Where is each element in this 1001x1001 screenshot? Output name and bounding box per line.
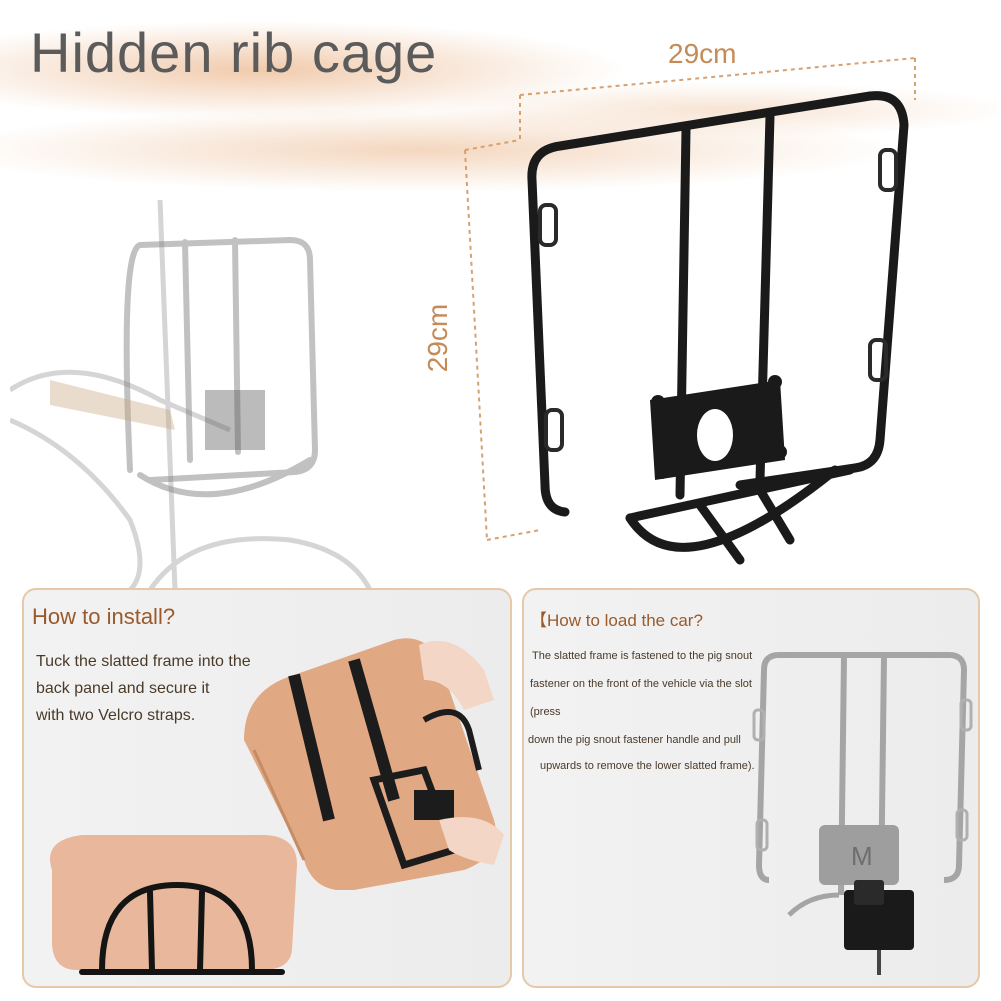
dimension-lines: [464, 57, 916, 541]
install-line: back panel and secure it: [36, 680, 210, 697]
load-line: (press: [530, 706, 561, 718]
load-line: upwards to remove the lower slatted fram…: [540, 760, 755, 772]
load-panel: 【How to load the car? The slatted frame …: [522, 588, 980, 988]
install-line: with two Velcro straps.: [36, 707, 196, 724]
load-line: fastener on the front of the vehicle via…: [530, 678, 752, 690]
main-rack-illustration: [527, 91, 909, 565]
bike-photo-illustration: [10, 199, 373, 590]
load-line: down the pig snout fastener handle and p…: [528, 734, 741, 746]
install-line: Tuck the slatted frame into the: [36, 653, 251, 670]
install-title: How to install?: [32, 604, 176, 629]
width-dimension-label: 29cm: [668, 38, 737, 69]
install-instructions: Tuck the slatted frame into the back pan…: [36, 648, 251, 729]
load-title: 【How to load the car?: [530, 611, 703, 630]
small-rack-illustration: M: [752, 652, 973, 975]
page-title: Hidden rib cage: [30, 21, 438, 84]
install-panel: How to install? Tuck the slatted frame i…: [22, 588, 512, 988]
svg-text:M: M: [851, 841, 873, 871]
load-line: The slatted frame is fastened to the pig…: [532, 650, 753, 662]
bag-illustration: [244, 638, 504, 890]
cushion-illustration: [50, 835, 297, 975]
